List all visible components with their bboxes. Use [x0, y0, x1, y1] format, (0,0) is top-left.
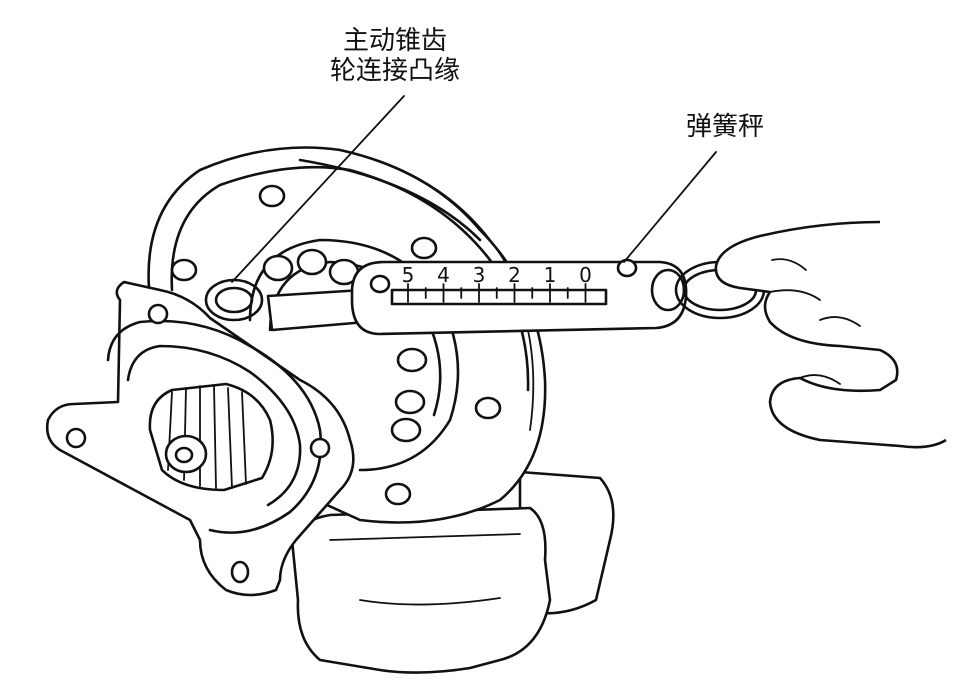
scale-hook: [204, 278, 368, 332]
spring-scale-label: 弹簧秤: [686, 112, 765, 142]
hand: [714, 220, 947, 449]
scale-tick-label: 1: [544, 263, 557, 287]
flange-label: 主动锥齿 轮连接凸缘: [330, 26, 460, 86]
scale-tick-label: 0: [579, 263, 592, 287]
support-base: [290, 470, 615, 674]
scale-tick-label: 5: [402, 263, 415, 287]
flange-label-line2: 轮连接凸缘: [330, 56, 461, 86]
flange-label-line1: 主动锥齿: [343, 26, 448, 56]
leader-lines: [231, 95, 717, 283]
scale-tick-label: 2: [508, 263, 521, 287]
splined-hub: [148, 382, 274, 492]
scale-tick-label: 3: [473, 263, 486, 287]
spring-scale-body: [350, 258, 688, 336]
scale-tick-label: 4: [437, 263, 450, 287]
